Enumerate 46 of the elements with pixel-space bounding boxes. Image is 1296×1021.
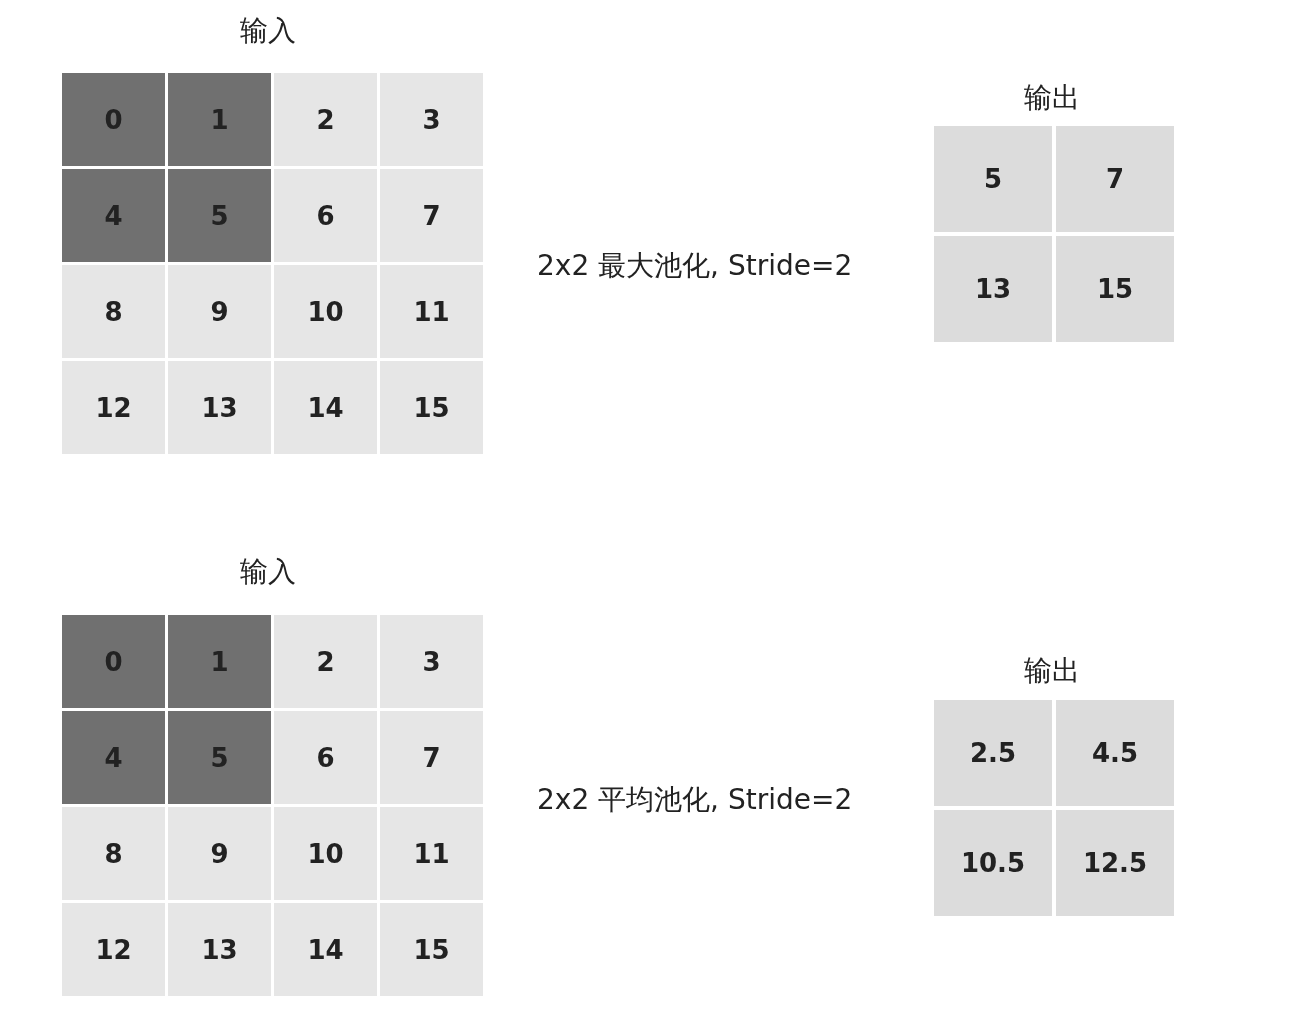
matrix-cell: 11 xyxy=(380,807,483,900)
matrix-cell: 7 xyxy=(380,711,483,804)
highlighted-matrix-cell: 1 xyxy=(168,73,271,166)
highlighted-matrix-cell: 5 xyxy=(168,169,271,262)
matrix-cell: 15 xyxy=(380,903,483,996)
matrix-cell: 13 xyxy=(934,236,1052,342)
operation-label: 2x2 平均池化, Stride=2 xyxy=(537,782,853,818)
matrix-cell: 6 xyxy=(274,169,377,262)
matrix-cell: 7 xyxy=(380,169,483,262)
matrix-cell: 10 xyxy=(274,265,377,358)
matrix-cell: 14 xyxy=(274,903,377,996)
matrix-cell: 10.5 xyxy=(934,810,1052,916)
matrix-cell: 8 xyxy=(62,807,165,900)
matrix-cell: 15 xyxy=(380,361,483,454)
matrix-cell: 13 xyxy=(168,361,271,454)
matrix-title: 输出 xyxy=(1024,80,1080,116)
matrix-cell: 7 xyxy=(1056,126,1174,232)
matrix-cell: 8 xyxy=(62,265,165,358)
matrix-cell: 11 xyxy=(380,265,483,358)
highlighted-matrix-cell: 5 xyxy=(168,711,271,804)
matrix-title: 输出 xyxy=(1024,653,1080,689)
matrix-cell: 6 xyxy=(274,711,377,804)
matrix-cell: 12 xyxy=(62,903,165,996)
highlighted-matrix-cell: 4 xyxy=(62,711,165,804)
operation-label: 2x2 最大池化, Stride=2 xyxy=(537,248,853,284)
highlighted-matrix-cell: 1 xyxy=(168,615,271,708)
matrix-cell: 15 xyxy=(1056,236,1174,342)
highlighted-matrix-cell: 4 xyxy=(62,169,165,262)
matrix-cell: 2 xyxy=(274,73,377,166)
matrix-cell: 3 xyxy=(380,73,483,166)
highlighted-matrix-cell: 0 xyxy=(62,615,165,708)
matrix-cell: 4.5 xyxy=(1056,700,1174,806)
matrix-cell: 12 xyxy=(62,361,165,454)
matrix-cell: 14 xyxy=(274,361,377,454)
matrix-cell: 13 xyxy=(168,903,271,996)
matrix-cell: 2.5 xyxy=(934,700,1052,806)
matrix-title: 输入 xyxy=(240,13,296,49)
matrix-cell: 2 xyxy=(274,615,377,708)
matrix-title: 输入 xyxy=(240,554,296,590)
matrix-cell: 9 xyxy=(168,265,271,358)
matrix-cell: 12.5 xyxy=(1056,810,1174,916)
matrix-cell: 10 xyxy=(274,807,377,900)
matrix-cell: 3 xyxy=(380,615,483,708)
matrix-cell: 9 xyxy=(168,807,271,900)
highlighted-matrix-cell: 0 xyxy=(62,73,165,166)
matrix-cell: 5 xyxy=(934,126,1052,232)
